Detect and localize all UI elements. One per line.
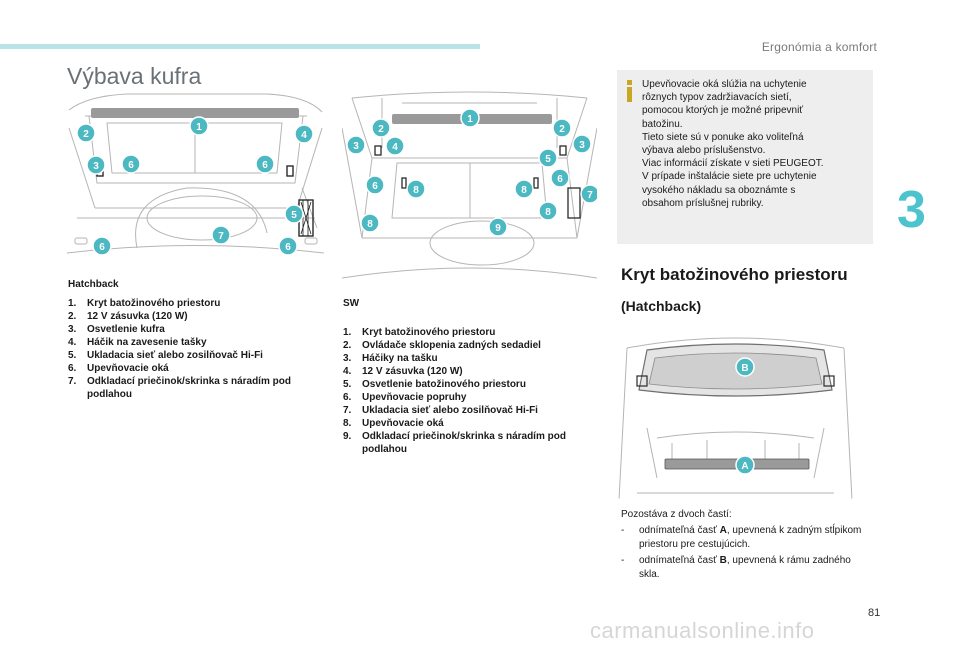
watermark: carmanualsonline.info xyxy=(590,618,815,643)
list-item: 6.Upevňovacie popruhy xyxy=(343,392,467,403)
info-icon xyxy=(626,80,634,102)
list-item: 2.Ovládače sklopenia zadných sedadiel xyxy=(343,340,541,351)
cover-callouts xyxy=(735,357,755,475)
page-number: 81 xyxy=(868,607,881,619)
list-item: 7.Ukladacia sieť alebo zosilňovač Hi-Fi xyxy=(343,405,538,416)
list-item: -odnímateľná časť B, upevnená k rámu zad… xyxy=(621,555,851,580)
callout-2: 2 xyxy=(559,124,565,135)
callout-7: 7 xyxy=(218,231,224,242)
callout-3: 3 xyxy=(93,161,99,172)
sw-trunk-illustration: 1 2 2 3 3 4 5 6 6 7 8 8 8 8 9 xyxy=(342,88,597,283)
callout-7: 7 xyxy=(587,190,593,201)
callout-6: 6 xyxy=(262,160,268,171)
callout-5: 5 xyxy=(291,210,297,221)
list-item: -odnímateľná časť A, upevnená k zadným s… xyxy=(621,525,862,550)
callout-6: 6 xyxy=(372,181,378,192)
callout-2: 2 xyxy=(83,129,89,140)
callout-3: 3 xyxy=(579,140,585,151)
list-item: 1.Kryt batožinového priestoru xyxy=(343,327,496,338)
cover-intro: Pozostáva z dvoch častí: xyxy=(621,509,732,520)
callout-5: 5 xyxy=(545,154,551,165)
sw-trunk-drawing: 1 2 2 3 3 4 5 6 6 7 8 8 8 8 9 xyxy=(342,91,597,279)
list-item: 4.12 V zásuvka (120 W) xyxy=(343,366,463,377)
cover-subheading: (Hatchback) xyxy=(621,298,702,314)
cargo-cover-illustration: B A xyxy=(617,328,854,500)
cover-parts-list: -odnímateľná časť A, upevnená k zadným s… xyxy=(621,524,871,584)
callout-6: 6 xyxy=(128,160,134,171)
page-title: Výbava kufra xyxy=(67,63,202,89)
cargo-cover-drawing: B A xyxy=(618,337,853,500)
callout-4: 4 xyxy=(392,142,398,153)
list-item: 9.Odkladací priečinok/skrinka s náradím … xyxy=(343,431,566,455)
callout-8: 8 xyxy=(367,219,373,230)
list-item: 5.Osvetlenie batožinového priestoru xyxy=(343,379,526,390)
callout-1: 1 xyxy=(467,114,473,125)
callout-2: 2 xyxy=(378,124,384,135)
list-item: 3.Háčiky na tašku xyxy=(343,353,438,364)
list-item: 2.12 V zásuvka (120 W) xyxy=(68,311,188,322)
callout-a: A xyxy=(741,461,748,472)
callout-b: B xyxy=(741,363,748,374)
hatchback-label: Hatchback xyxy=(68,279,119,290)
callout-8: 8 xyxy=(545,207,551,218)
cover-heading: Kryt batožinového priestoru xyxy=(621,265,848,284)
list-item: 5.Ukladacia sieť alebo zosilňovač Hi-Fi xyxy=(68,350,263,361)
info-note-box: Upevňovacie oká slúžia na uchytenie rôzn… xyxy=(617,70,873,244)
callout-3: 3 xyxy=(353,141,359,152)
callout-1: 1 xyxy=(196,122,202,133)
sw-label: SW xyxy=(343,298,360,309)
callout-6: 6 xyxy=(557,174,563,185)
hatchback-trunk-drawing: 1 2 3 4 5 6 6 6 6 7 xyxy=(67,93,324,256)
list-item: 7.Odkladací priečinok/skrinka s náradím … xyxy=(68,376,291,400)
sw-legend-list: 1.Kryt batožinového priestoru 2.Ovládače… xyxy=(343,326,603,456)
callout-6: 6 xyxy=(285,242,291,253)
callout-9: 9 xyxy=(495,223,501,234)
callout-8: 8 xyxy=(413,185,419,196)
chapter-number: 3 xyxy=(897,181,926,239)
list-item: 3.Osvetlenie kufra xyxy=(68,324,165,335)
callout-4: 4 xyxy=(301,130,307,141)
hatchback-trunk-illustration: 1 2 3 4 5 6 6 6 6 7 xyxy=(67,88,324,270)
callout-8: 8 xyxy=(521,185,527,196)
callout-6: 6 xyxy=(99,242,105,253)
header-accent-bar xyxy=(0,44,480,49)
sw-callouts xyxy=(346,108,597,237)
info-text: Upevňovacie oká slúžia na uchytenie rôzn… xyxy=(642,79,824,209)
hatchback-legend-list: 1.Kryt batožinového priestoru 2.12 V zás… xyxy=(68,297,328,401)
list-item: 1.Kryt batožinového priestoru xyxy=(68,298,221,309)
list-item: 8.Upevňovacie oká xyxy=(343,418,444,429)
hatchback-callouts xyxy=(76,116,314,256)
section-header: Ergonómia a komfort xyxy=(761,40,877,54)
list-item: 6.Upevňovacie oká xyxy=(68,363,169,374)
list-item: 4.Háčik na zavesenie tašky xyxy=(68,337,207,348)
